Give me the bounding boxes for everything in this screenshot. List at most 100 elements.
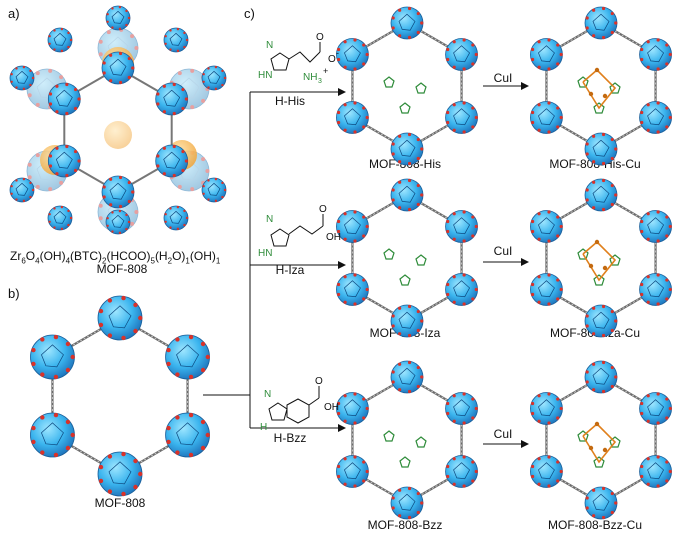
- zr-cluster: [639, 455, 672, 488]
- zr-cluster: [47, 205, 73, 231]
- ligand-ring: [383, 76, 395, 88]
- mof-808-packed-structure: [9, 5, 227, 235]
- zr-cluster: [97, 295, 143, 341]
- zr-cluster: [47, 27, 73, 53]
- zr-cluster: [390, 6, 424, 40]
- cu-atom: [588, 263, 594, 269]
- reagent-label-his: CuI: [493, 71, 513, 85]
- copper-iodide-chain: [582, 422, 617, 464]
- ligand-ring: [577, 430, 589, 442]
- cu-product-label-bzz: MOF-808-Bzz-Cu: [547, 518, 642, 532]
- zr-cluster: [336, 273, 369, 306]
- carboxyl-bond: [308, 397, 320, 406]
- zr-cluster: [101, 51, 135, 85]
- zr-cluster: [30, 334, 75, 380]
- n-label: N: [266, 40, 273, 51]
- ligand-label-bzz: H-Bzz: [273, 431, 307, 445]
- imidazole-ring: [270, 52, 290, 71]
- hydroxyl-label: OH: [326, 232, 341, 243]
- ligand-ring: [399, 102, 411, 114]
- zr-cluster: [445, 392, 478, 425]
- zr-cluster: [445, 101, 478, 134]
- pore-ligand-row3-col1: [383, 430, 427, 468]
- panel-b-label: b): [8, 286, 20, 301]
- copper-iodide-chain: [582, 68, 617, 110]
- zr-cluster: [97, 451, 143, 497]
- zr-cluster: [390, 304, 424, 338]
- cu-atom: [588, 91, 594, 97]
- zr-cluster: [163, 27, 189, 53]
- zr-cluster: [445, 210, 478, 243]
- zr-cluster: [336, 210, 369, 243]
- zr-cluster: [639, 101, 672, 134]
- mof-808-formula: Zr6O4(OH)4(BTC)2(HCOO)5(H2O)1(OH)1: [10, 249, 221, 266]
- zr-cluster: [165, 412, 210, 458]
- ligand-label-iza: H-Iza: [275, 263, 305, 277]
- zr-cluster: [201, 177, 227, 203]
- ligand-ring: [577, 76, 589, 88]
- pore-ligand-row1-col1: [383, 76, 427, 114]
- cu-atom: [594, 239, 600, 245]
- imidazole-ring: [270, 228, 290, 247]
- zr-cluster: [155, 144, 189, 178]
- charge-minus: -: [336, 48, 339, 58]
- zr-cluster: [9, 65, 35, 91]
- panel-a-label: a): [8, 6, 20, 21]
- zr-cluster: [390, 178, 424, 212]
- zr-cluster: [201, 65, 227, 91]
- zr-cluster: [530, 455, 563, 488]
- ligand-ring: [593, 102, 605, 114]
- zr-cluster: [30, 412, 75, 458]
- nh-label: HN: [258, 248, 272, 259]
- zr-cluster: [530, 38, 563, 71]
- cu-atom: [594, 67, 600, 73]
- pore-ligand-row1-col2: [577, 67, 621, 114]
- cu-atom: [602, 265, 608, 271]
- ligand-ring: [415, 436, 427, 448]
- ligand-ring: [399, 456, 411, 468]
- ring-row3-col2: [530, 360, 672, 520]
- product-label-bzz: MOF-808-Bzz: [367, 518, 443, 532]
- zr-cluster: [336, 101, 369, 134]
- ring-row3-col1: [336, 360, 478, 520]
- amine-subscript: 3: [318, 78, 322, 85]
- ligand-ring: [609, 254, 621, 266]
- zr-cluster: [445, 455, 478, 488]
- ring-row1-col1: [336, 6, 478, 166]
- panel-b-title: MOF-808: [94, 496, 146, 510]
- zr-cluster: [584, 360, 618, 394]
- zr-cluster: [9, 177, 35, 203]
- zr-cluster: [584, 132, 618, 166]
- cu-atom: [602, 447, 608, 453]
- zr-cluster: [336, 38, 369, 71]
- zr-cluster: [584, 486, 618, 520]
- zr-cluster: [584, 178, 618, 212]
- panel-a-title: MOF-808: [96, 262, 148, 276]
- zr-cluster: [445, 38, 478, 71]
- amine-label: NH: [303, 72, 317, 83]
- nh-label: HN: [258, 70, 272, 81]
- zr-cluster: [639, 38, 672, 71]
- zr-cluster: [47, 82, 81, 116]
- zr-cluster: [530, 273, 563, 306]
- ligand-label-his: H-His: [275, 94, 305, 108]
- zr-cluster: [390, 132, 424, 166]
- hydroxyl-label: OH: [324, 402, 339, 413]
- pore-ligand-row3-col2: [577, 421, 621, 468]
- panel-c-label: c): [244, 6, 255, 21]
- pore-ligand-row2-col2: [577, 239, 621, 286]
- pore-sphere: [104, 121, 132, 149]
- zr-cluster: [530, 392, 563, 425]
- zr-cluster: [530, 210, 563, 243]
- benzene-ring: [286, 398, 310, 424]
- n-label: N: [266, 214, 273, 225]
- mof-808-ring: [30, 295, 210, 497]
- ligand-ring: [609, 82, 621, 94]
- ring-row2-col1: [336, 178, 478, 338]
- carbonyl-o-label: O: [315, 376, 323, 387]
- ligand-ring: [577, 248, 589, 260]
- side-chain: [288, 51, 321, 63]
- zr-cluster: [390, 360, 424, 394]
